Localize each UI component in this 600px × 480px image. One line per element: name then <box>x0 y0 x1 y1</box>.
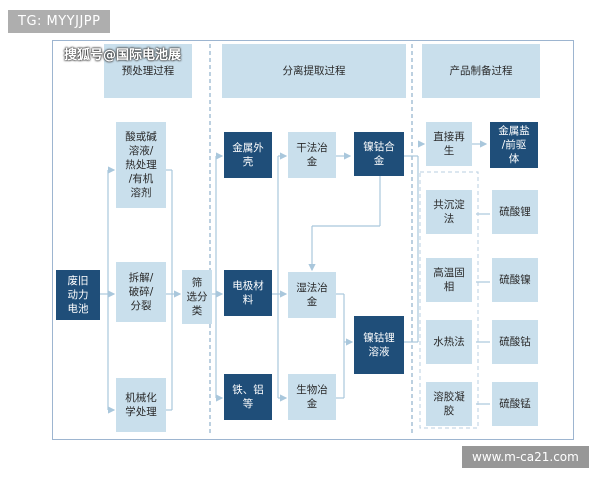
diagram-frame <box>52 40 574 440</box>
node-nicoli-solution: 镍钴锂 溶液 <box>354 316 404 374</box>
node-hydrothermal: 水热法 <box>426 320 472 364</box>
node-coprecipitation: 共沉淀 法 <box>426 190 472 234</box>
watermark-site: www.m-ca21.com <box>462 446 589 468</box>
header-product: 产品制备过程 <box>422 44 540 98</box>
node-cobalt-sulfate: 硫酸钴 <box>492 320 538 364</box>
node-manganese-sulfate: 硫酸锰 <box>492 382 538 426</box>
header-pretreatment: 预处理过程 <box>104 44 192 98</box>
node-wet-metallurgy: 湿法冶 金 <box>288 272 336 318</box>
node-acid-alkali: 酸或碱 溶液/ 热处理 /有机 溶剂 <box>116 122 166 208</box>
node-bio-metallurgy: 生物冶 金 <box>288 374 336 420</box>
node-nickel-sulfate: 硫酸镍 <box>492 258 538 302</box>
node-direct-regeneration: 直接再 生 <box>426 122 472 166</box>
header-extraction: 分离提取过程 <box>222 44 406 98</box>
watermark-tg: TG: MYYJJPP <box>8 10 111 33</box>
node-waste-battery: 废旧 动力 电池 <box>56 270 100 320</box>
node-metal-salt-precursor: 金属盐 /前驱 体 <box>490 122 538 168</box>
node-sol-gel: 溶胶凝 胶 <box>426 382 472 426</box>
node-lithium-sulfate: 硫酸锂 <box>492 190 538 234</box>
node-dismantle: 拆解/ 破碎/ 分裂 <box>116 262 166 322</box>
node-metal-shell: 金属外 壳 <box>224 132 272 178</box>
node-nico-alloy: 镍钴合 金 <box>354 132 404 176</box>
node-dry-metallurgy: 干法冶 金 <box>288 132 336 178</box>
node-high-temp-solid: 高温固 相 <box>426 258 472 302</box>
node-iron-aluminum: 铁、铝 等 <box>224 374 272 420</box>
node-screening: 筛 选分 类 <box>182 270 212 324</box>
node-mechanochemical: 机械化 学处理 <box>116 378 166 432</box>
node-electrode: 电极材 料 <box>224 270 272 316</box>
watermark-sohu: 搜狐号@国际电池展 <box>64 48 182 63</box>
